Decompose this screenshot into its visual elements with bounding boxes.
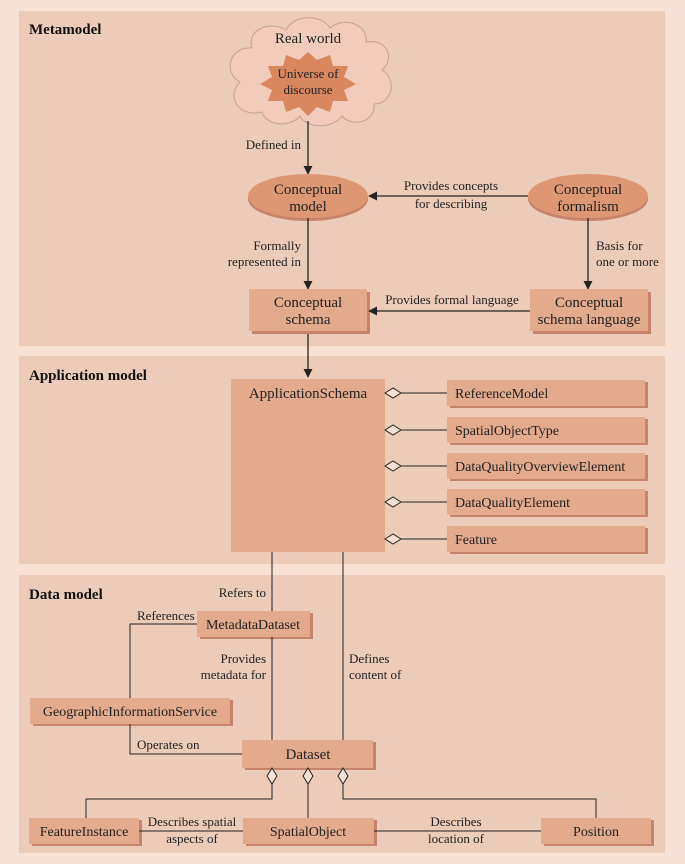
conceptual-schema-box	[249, 289, 367, 331]
operates-on-label: Operates on	[137, 737, 200, 752]
position-box	[541, 818, 651, 844]
describes-location-line1: Describes	[430, 814, 481, 829]
aggregation-diamond-dq-element	[384, 496, 402, 508]
feature-instance-box	[29, 818, 139, 844]
conceptual-model-line1: Conceptual	[274, 182, 342, 198]
describes-spatial-line2: aspects of	[166, 831, 218, 846]
feature-instance-label: FeatureInstance	[40, 825, 129, 840]
position-label: Position	[573, 825, 619, 840]
dq-overview-box	[447, 453, 645, 479]
feature-label: Feature	[455, 533, 497, 548]
conceptual-formalism-line1: Conceptual	[554, 182, 622, 198]
conceptual-formalism-line2: formalism	[557, 199, 619, 215]
refers-to-label: Refers to	[219, 585, 266, 600]
describes-spatial-line1: Describes spatial	[148, 814, 237, 829]
reference-model-label: ReferenceModel	[455, 387, 548, 402]
aggregation-diamond-feature	[384, 533, 402, 545]
spatial-object-label: SpatialObject	[270, 825, 346, 840]
provides-concepts-line1: Provides concepts	[404, 178, 498, 193]
formally-line2: represented in	[228, 254, 302, 269]
spatial-object-type-box	[447, 417, 645, 443]
conceptual-schema-line1: Conceptual	[274, 295, 342, 311]
aggregation-diamond-dq-overview	[384, 460, 402, 472]
defined-in-label: Defined in	[246, 137, 302, 152]
aggregation-diamond-spatial-object-type	[384, 424, 402, 436]
real-world-label: Real world	[275, 31, 342, 47]
spatial-object-type-label: SpatialObjectType	[455, 424, 559, 439]
geo-service-label: GeographicInformationService	[43, 705, 217, 720]
references-label: References	[137, 608, 195, 623]
application-schema-label: ApplicationSchema	[249, 386, 368, 402]
provides-metadata-line2: metadata for	[201, 667, 267, 682]
formally-line1: Formally	[253, 238, 301, 253]
dataset-feature-instance-diamond	[266, 767, 278, 785]
dataset-box	[242, 740, 373, 768]
conceptual-model-line2: model	[289, 199, 327, 215]
dq-element-label: DataQualityElement	[455, 496, 570, 511]
application-parts: ReferenceModel SpatialObjectType DataQua…	[384, 380, 648, 554]
reference-model-box	[447, 380, 645, 406]
schema-language-line1: Conceptual	[555, 295, 623, 311]
dataset-spatial-object-diamond	[302, 767, 314, 785]
metadata-dataset-box	[197, 611, 310, 637]
universe-starburst	[260, 52, 356, 116]
dataset-position-diamond	[337, 767, 349, 785]
provides-concepts-line2: for describing	[415, 196, 488, 211]
basis-line1: Basis for	[596, 238, 643, 253]
conceptual-schema-line2: schema	[286, 312, 331, 328]
references-line	[129, 623, 197, 698]
dq-element-box	[447, 489, 645, 515]
defines-content-line2: content of	[349, 667, 402, 682]
conceptual-model-ellipse-top	[248, 174, 368, 218]
application-schema-box	[231, 379, 385, 552]
defines-content-line1: Defines	[349, 651, 389, 666]
application-title: Application model	[29, 368, 147, 384]
universe-label-line1: Universe of	[277, 66, 339, 81]
dataset-feature-instance-line	[85, 784, 273, 818]
operates-on-line	[129, 724, 242, 755]
dataset-label: Dataset	[286, 747, 332, 763]
metamodel-title: Metamodel	[29, 22, 101, 38]
schema-language-line2: schema language	[538, 312, 641, 328]
conceptual-formalism-ellipse-top	[528, 174, 648, 218]
universe-label-line2: discourse	[283, 82, 332, 97]
describes-location-line2: location of	[428, 831, 485, 846]
provides-formal-label: Provides formal language	[385, 292, 519, 307]
feature-box	[447, 526, 645, 552]
datamodel-title: Data model	[29, 587, 103, 603]
schema-language-box	[530, 289, 648, 331]
metadata-dataset-label: MetadataDataset	[206, 618, 300, 633]
aggregation-diamond-reference-model	[384, 387, 402, 399]
dataset-position-line	[342, 784, 597, 818]
provides-metadata-line1: Provides	[221, 651, 267, 666]
spatial-object-box	[243, 818, 374, 844]
geo-service-box	[30, 698, 230, 724]
dq-overview-label: DataQualityOverviewElement	[455, 460, 625, 475]
basis-line2: one or more	[596, 254, 659, 269]
